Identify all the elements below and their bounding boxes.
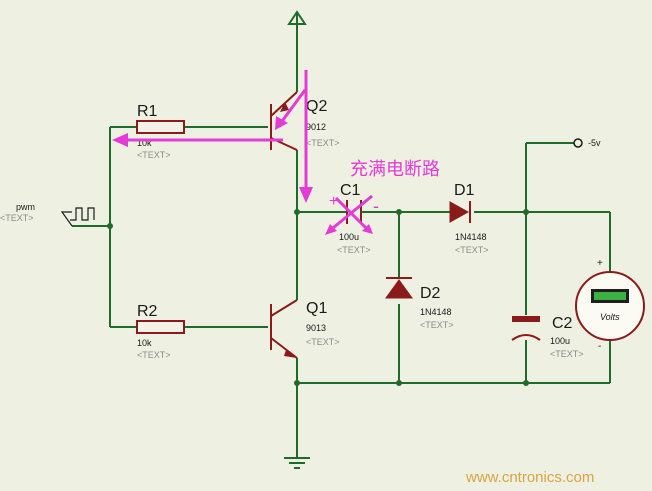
meter-plus-label: +: [597, 258, 603, 269]
capacitor-c1: C1 100u <TEXT>: [337, 182, 371, 255]
c2-value: 100u: [550, 336, 570, 346]
annotation-text: 充满电断路: [350, 159, 440, 180]
q2-placeholder: <TEXT>: [306, 138, 340, 148]
d2-ref: D2: [420, 285, 441, 302]
diode-icon: [449, 201, 470, 223]
c2-placeholder: <TEXT>: [550, 349, 584, 359]
cross-arrow-icon: [362, 224, 373, 234]
junction-dot: [294, 380, 300, 386]
r2-placeholder: <TEXT>: [137, 350, 171, 360]
resistor-r2: R2 10k <TEXT>: [136, 303, 185, 360]
arrow-head-down-icon: [299, 187, 313, 203]
current-arrow-diag: [278, 89, 307, 125]
c2-ref: C2: [552, 315, 573, 332]
arrow-head-diag-icon: [275, 116, 288, 130]
d2-placeholder: <TEXT>: [420, 320, 454, 330]
capacitor-c2: C2 100u <TEXT>: [511, 315, 584, 359]
source-terminal-icon: [60, 211, 73, 227]
d1-placeholder: <TEXT>: [455, 245, 489, 255]
junctions: [107, 209, 529, 386]
power-arrow-icon: [287, 10, 307, 30]
meter-display-segment: [594, 292, 626, 300]
square-wave-icon: [70, 207, 95, 221]
c1-plus-mark: +: [329, 193, 338, 210]
resistor-r1: R1 10k <TEXT>: [136, 103, 185, 160]
watermark: www.cntronics.com: [465, 469, 594, 486]
c1-minus-mark: -: [373, 196, 379, 216]
r1-placeholder: <TEXT>: [137, 150, 171, 160]
r2-ref: R2: [137, 303, 158, 320]
resistor-icon: [136, 320, 185, 334]
diode-d2: D2 1N4148 <TEXT>: [385, 277, 454, 330]
junction-dot: [523, 380, 529, 386]
arrow-head-left-icon: [112, 133, 128, 147]
q1-placeholder: <TEXT>: [306, 337, 340, 347]
resistor-icon: [136, 120, 185, 134]
d1-ref: D1: [454, 182, 475, 199]
annotations: + - 充满电断路: [112, 70, 440, 235]
d1-value: 1N4148: [455, 232, 487, 242]
capacitor-icon: [512, 316, 540, 322]
c1-ref: C1: [340, 182, 361, 199]
d2-value: 1N4148: [420, 307, 452, 317]
wires: [72, 30, 611, 458]
c1-value: 100u: [339, 232, 359, 242]
cross-line: [334, 196, 372, 234]
voltmeter[interactable]: Volts + -: [575, 258, 645, 352]
r1-value: 10k: [137, 138, 152, 148]
pwm-placeholder: <TEXT>: [0, 213, 34, 223]
q1-value: 9013: [306, 323, 326, 333]
r1-ref: R1: [137, 103, 158, 120]
voltmeter-icon: [575, 271, 645, 341]
ground-icon: [284, 457, 310, 469]
pwm-source: pwm <TEXT>: [0, 202, 95, 227]
supply-terminal-icon: [573, 138, 583, 148]
transistor-q1: Q1 9013 <TEXT>: [270, 299, 340, 359]
r2-value: 10k: [137, 338, 152, 348]
q1-ref: Q1: [306, 300, 327, 317]
meter-minus-label: -: [598, 341, 601, 352]
junction-dot: [396, 209, 402, 215]
junction-dot: [523, 209, 529, 215]
junction-dot: [396, 380, 402, 386]
q2-ref: Q2: [306, 98, 327, 115]
diode-d1: D1 1N4148 <TEXT>: [449, 182, 489, 255]
c1-placeholder: <TEXT>: [337, 245, 371, 255]
cross-arrow-icon: [325, 224, 337, 235]
pwm-label: pwm: [16, 202, 35, 212]
q2-value: 9012: [306, 122, 326, 132]
junction-dot: [107, 223, 113, 229]
supply-label: -5v: [588, 138, 601, 148]
meter-unit: Volts: [600, 312, 620, 322]
junction-dot: [294, 209, 300, 215]
diode-icon: [385, 279, 413, 299]
